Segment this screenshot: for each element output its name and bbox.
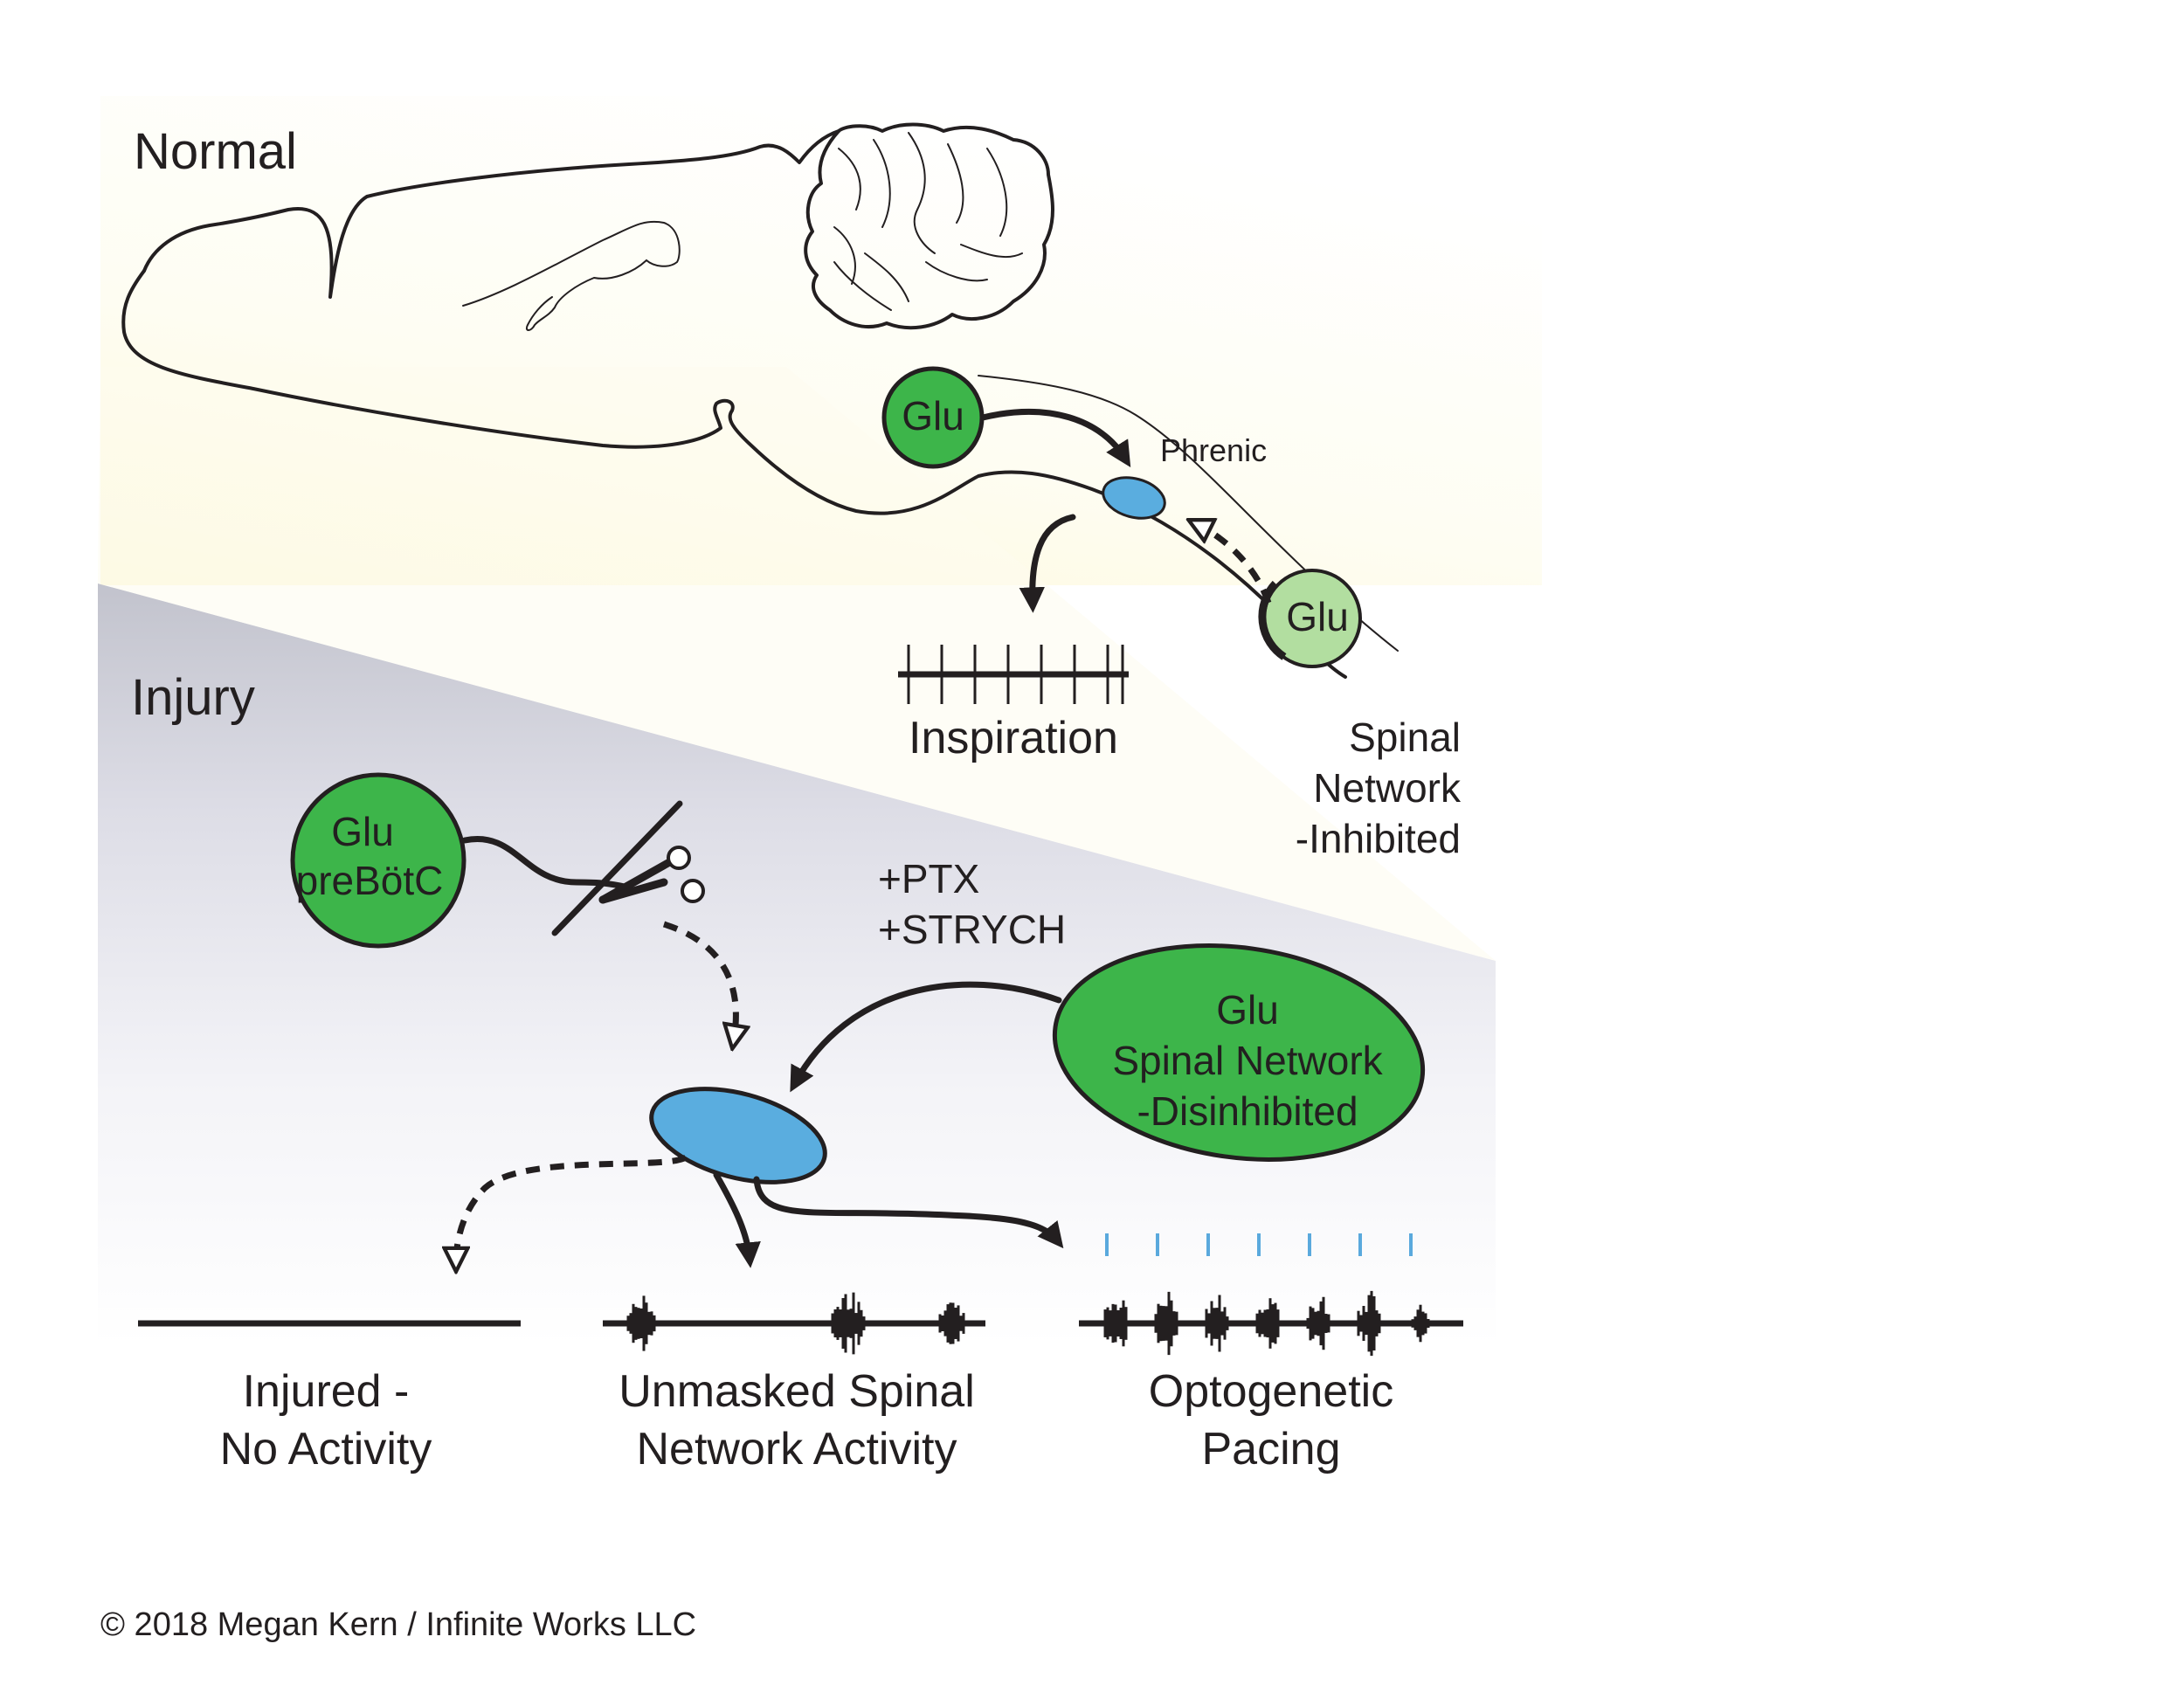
- outcome-no-activity-line-2: No Activity: [220, 1424, 432, 1474]
- prebotc-line-2: preBötC: [296, 858, 444, 903]
- prebotc-line-1: Glu: [331, 809, 394, 854]
- arrow-phrenic-to-inspiration: [1019, 514, 1076, 613]
- outcome-pacing-line-2: Pacing: [1202, 1424, 1341, 1474]
- burst: [1154, 1291, 1178, 1356]
- injury-panel-background: [98, 584, 1496, 1345]
- prebotc-neuron: [290, 772, 467, 949]
- outcome-no-activity-line-1: Injured -: [243, 1366, 410, 1417]
- normal-panel-lower-fade: [98, 367, 1496, 961]
- injury-phrenic-motor-pool: [649, 1087, 827, 1184]
- normal-section-title: Normal: [134, 123, 297, 180]
- glu-brainstem-label: Glu: [902, 393, 964, 439]
- inspiration-trace: [898, 645, 1129, 704]
- outcome-unmasked-line-2: Network Activity: [637, 1424, 957, 1474]
- dashed-arrow-to-no-activity: [456, 1154, 688, 1262]
- arrow-spinal-network-to-motor-pool: [790, 981, 1062, 1093]
- drug-ptx-label: +PTX: [878, 856, 979, 901]
- transection-line: [551, 800, 683, 936]
- prebotc-axon: [461, 835, 628, 890]
- dashed-arrow-spinal-to-phrenic: [1197, 524, 1272, 604]
- phrenic-label: Phrenic: [1160, 432, 1267, 468]
- disinhibited-line-1: Glu: [1216, 987, 1279, 1032]
- phrenic-motor-pool: [1102, 476, 1166, 520]
- arrow-to-unmasked-activity: [713, 1171, 761, 1268]
- scissors-icon: [598, 846, 705, 904]
- glu-spinal-label: Glu: [1286, 594, 1349, 639]
- dashed-arrow-prebotc-to-motor-pool: [662, 921, 736, 1039]
- inspiration-label: Inspiration: [909, 713, 1118, 763]
- burst: [1306, 1296, 1330, 1350]
- trace-optogenetic-pacing: [1079, 1290, 1463, 1357]
- spinal-network-line-1: Spinal: [1349, 715, 1461, 760]
- outcome-unmasked-line-1: Unmasked Spinal: [619, 1366, 975, 1417]
- disinhibited-line-2: Spinal Network: [1112, 1038, 1383, 1083]
- arrow-glu-to-phrenic: [979, 409, 1131, 467]
- copyright-notice: © 2018 Megan Kern / Infinite Works LLC: [100, 1606, 696, 1643]
- disinhibited-line-3: -Disinhibited: [1137, 1088, 1358, 1134]
- trace-unmasked-activity: [603, 1292, 985, 1355]
- spinal-network-line-3: -Inhibited: [1296, 816, 1461, 861]
- glu-neuron-spinal-thick-rim: [1258, 580, 1287, 660]
- burst: [1357, 1290, 1381, 1357]
- spinal-network-line-2: Network: [1313, 765, 1462, 811]
- burst: [1255, 1298, 1280, 1349]
- burst: [1103, 1300, 1128, 1347]
- burst: [831, 1292, 866, 1355]
- outcome-pacing-line-1: Optogenetic: [1149, 1366, 1393, 1417]
- burst: [626, 1295, 656, 1351]
- arrow-to-optogenetic-pacing: [753, 1176, 1064, 1249]
- optogenetic-light-pulses: [1105, 1233, 1413, 1256]
- drug-strych-label: +STRYCH: [878, 907, 1066, 952]
- disinhibited-spinal-network: [1052, 943, 1426, 1162]
- burst: [938, 1302, 965, 1344]
- burst: [1411, 1304, 1430, 1343]
- injury-section-title: Injury: [131, 669, 255, 726]
- burst: [1205, 1295, 1229, 1352]
